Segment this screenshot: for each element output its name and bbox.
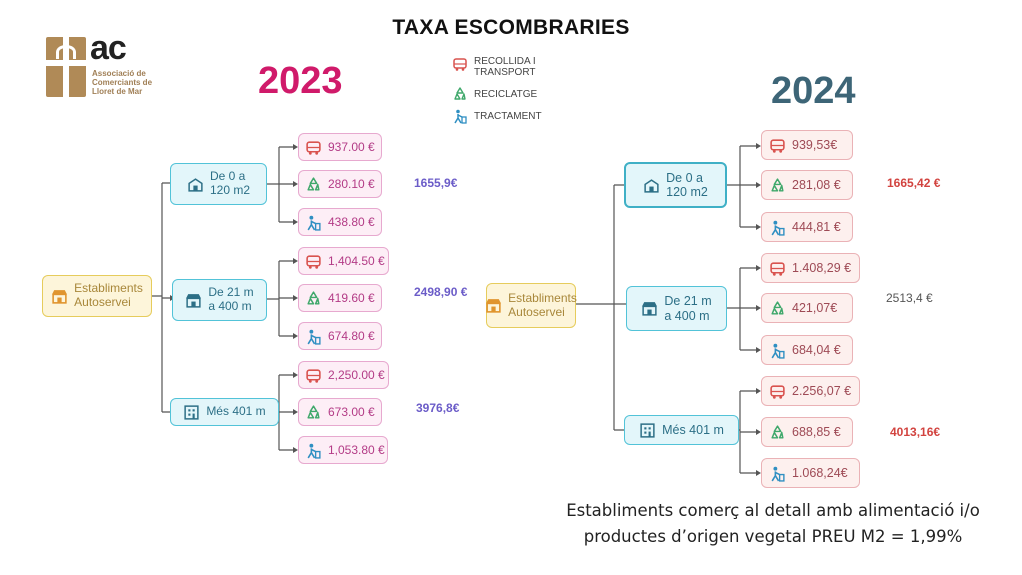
value-node-2023-large-transport: 2,250.00 € (298, 361, 389, 389)
category-node-2024-large: Més 401 m (624, 415, 739, 445)
shop-icon (644, 178, 659, 193)
legend: RECOLLIDA I TRANSPORT RECICLATGE TRACTAM… (452, 56, 562, 124)
recycle-icon (454, 87, 466, 100)
total-2023-medium: 2498,90 € (414, 285, 468, 299)
value-node-2024-small-recycle: 281,08 € (761, 170, 853, 200)
value-node-2024-medium-recycle: 421,07€ (761, 293, 853, 323)
legend-label: TRACTAMENT (474, 110, 542, 122)
value-node-2023-small-recycle: 280.10 € (298, 170, 382, 198)
root-node-2024: Establiments Autoservei (486, 283, 577, 328)
root-node-2023: Establiments Autoservei (42, 275, 152, 317)
category-node-2024-small: De 0 a 120 m2 (624, 162, 727, 208)
treatment-icon (454, 109, 467, 124)
association-logo: ac Associació de Comerciants de Lloret d… (46, 29, 156, 101)
truck-icon (770, 138, 785, 153)
shop-icon (188, 177, 203, 192)
total-2023-large: 3976,8€ (416, 401, 460, 415)
value-node-2024-small-transport: 939,53€ (761, 130, 853, 160)
legend-label: RECOLLIDA I TRANSPORT (474, 56, 536, 78)
value-node-2024-medium-transport: 1.408,29 € (761, 253, 860, 283)
store-icon (52, 289, 68, 304)
value-node-2024-large-recycle: 688,85 € (761, 417, 853, 447)
legend-item-transport: RECOLLIDA I TRANSPORT (452, 56, 562, 78)
value-node-2023-small-transport: 937.00 € (298, 133, 382, 161)
building-icon (640, 422, 655, 438)
value-node-2023-medium-transport: 1,404.50 € (298, 247, 389, 275)
recycle-icon (307, 176, 320, 191)
category-node-2023-medium: De 21 m a 400 m (172, 279, 267, 321)
category-node-2024-medium: De 21 m a 400 m (626, 286, 727, 331)
total-2024-medium: 2513,4 € (886, 291, 933, 305)
treatment-icon (771, 466, 785, 482)
treatment-icon (307, 443, 321, 459)
treatment-icon (771, 220, 785, 236)
legend-item-treatment: TRACTAMENT (452, 108, 562, 124)
total-2024-small: 1665,42 € (887, 176, 941, 190)
recycle-icon (307, 404, 320, 419)
value-node-2023-medium-treatment: 674.80 € (298, 322, 382, 350)
page-title: TAXA ESCOMBRARIES (392, 16, 630, 39)
recycle-icon (771, 177, 784, 192)
truck-icon (306, 368, 321, 383)
logo-subtitle: Associació de Comerciants de Lloret de M… (92, 69, 153, 96)
truck-icon (306, 254, 321, 269)
truck-icon (453, 58, 467, 71)
year-2024-heading: 2024 (771, 70, 856, 112)
caption-line-2: productes d’origen vegetal PREU M2 = 1,9… (583, 527, 963, 546)
value-node-2023-large-treatment: 1,053.80 € (298, 436, 388, 464)
building-icon (184, 404, 199, 420)
truck-icon (306, 140, 321, 155)
category-node-2023-large: Més 401 m (170, 398, 279, 426)
recycle-icon (771, 300, 784, 315)
year-2023-heading: 2023 (258, 60, 343, 102)
total-2023-small: 1655,9€ (414, 176, 458, 190)
recycle-icon (307, 290, 320, 305)
legend-label: RECICLATGE (474, 88, 538, 100)
category-node-2023-small: De 0 a 120 m2 (170, 163, 267, 205)
value-node-2024-large-transport: 2.256,07 € (761, 376, 860, 406)
store-icon (486, 299, 502, 313)
value-node-2023-large-recycle: 673.00 € (298, 398, 382, 426)
gift-logo-icon (46, 37, 86, 97)
legend-item-recycle: RECICLATGE (452, 86, 562, 102)
value-node-2024-large-treatment: 1.068,24€ (761, 458, 860, 488)
logo-abbr: ac (90, 29, 127, 67)
value-node-2023-small-treatment: 438.80 € (298, 208, 382, 236)
treatment-icon (307, 215, 321, 231)
total-2024-large: 4013,16€ (890, 425, 941, 439)
treatment-icon (771, 343, 785, 359)
truck-icon (770, 384, 785, 399)
store-icon (642, 302, 658, 316)
caption: Establiments comerç al detall amb alimen… (536, 498, 1010, 550)
treatment-icon (307, 329, 321, 345)
value-node-2024-small-treatment: 444,81 € (761, 212, 853, 242)
truck-icon (770, 261, 785, 276)
caption-line-1: Establiments comerç al detall amb alimen… (566, 501, 980, 520)
value-node-2024-medium-treatment: 684,04 € (761, 335, 853, 365)
store-icon (186, 293, 202, 308)
recycle-icon (771, 424, 784, 439)
value-node-2023-medium-recycle: 419.60 € (298, 284, 382, 312)
